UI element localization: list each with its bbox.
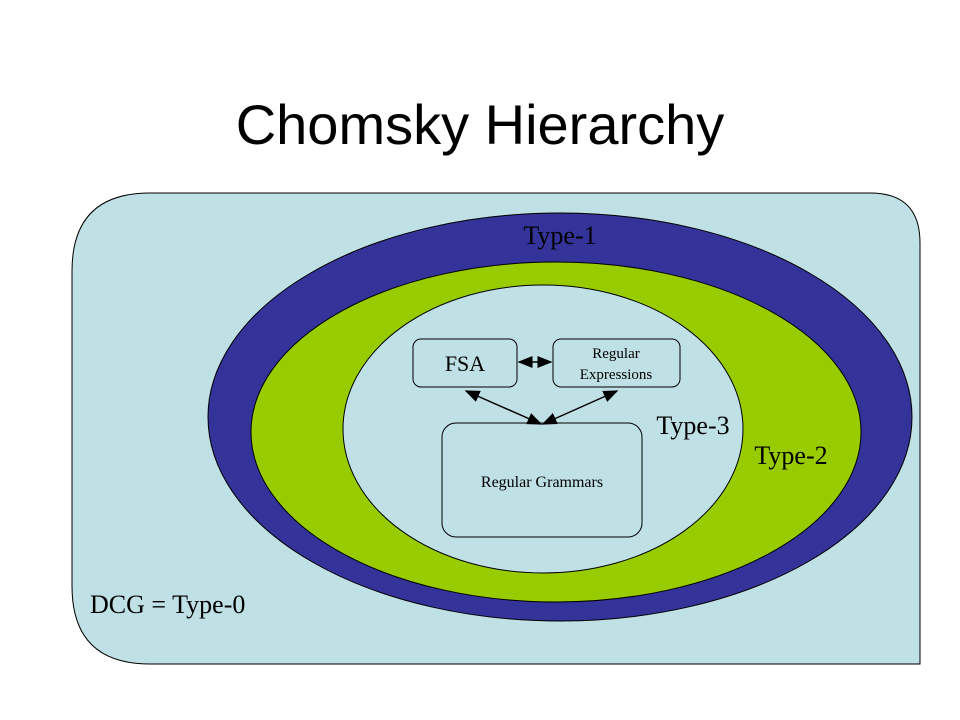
grammar-label: Regular Grammars — [481, 474, 603, 491]
type2-label: Type-2 — [754, 441, 827, 470]
type1-label: Type-1 — [523, 221, 596, 250]
regex-grammar-arrow — [541, 390, 619, 425]
regex-box — [552, 338, 681, 388]
slide-title: Chomsky Hierarchy — [235, 93, 725, 156]
fsa-grammar-arrow — [464, 390, 543, 425]
fsa-label: FSA — [445, 351, 485, 376]
type0-label: DCG = Type-0 — [90, 590, 245, 619]
fsa-box — [412, 338, 518, 388]
type3-label: Type-3 — [656, 411, 729, 440]
regex-label-line1: Regular — [592, 346, 639, 362]
regex-label-line2: Expressions — [580, 367, 653, 383]
